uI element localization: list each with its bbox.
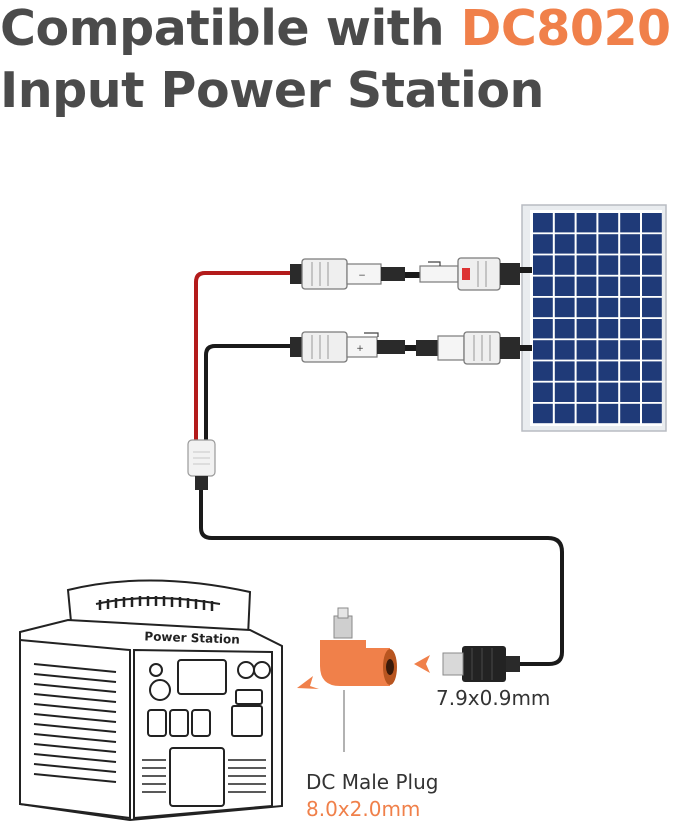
solar-cell — [554, 234, 575, 254]
arrow-down-left-icon — [297, 676, 319, 689]
solar-cell — [642, 361, 662, 381]
headline-line1: Compatible with DC8020 — [0, 0, 671, 57]
solar-cell — [576, 340, 597, 360]
mc4-connector-male-positive: − — [290, 258, 405, 290]
red-wire — [194, 271, 292, 440]
handle-vents — [98, 596, 214, 611]
solar-cell — [598, 361, 619, 381]
solar-cell — [576, 276, 597, 296]
solar-cell — [533, 213, 553, 233]
solar-cell — [642, 319, 662, 339]
solar-cell — [620, 297, 640, 318]
solar-cell — [642, 234, 662, 254]
solar-cell — [598, 340, 619, 360]
solar-cell — [620, 255, 640, 275]
solar-cell — [620, 319, 640, 339]
solar-cell — [642, 403, 662, 424]
solar-cell — [620, 340, 640, 360]
solar-cell — [533, 276, 553, 296]
solar-cell — [620, 361, 640, 381]
solar-cell — [598, 319, 619, 339]
solar-cell — [576, 255, 597, 275]
solar-cell — [554, 255, 575, 275]
device-name: Power Station — [144, 629, 240, 646]
solar-cell — [620, 382, 640, 402]
headline: Compatible with DC8020 Input Power Stati… — [0, 0, 671, 122]
solar-cell — [533, 255, 553, 275]
solar-cell — [533, 319, 553, 339]
solar-cell — [598, 382, 619, 402]
black-wire — [204, 344, 292, 440]
adapter-size-label: 8.0x2.0mm — [306, 797, 421, 821]
solar-cell — [576, 382, 597, 402]
solar-cell — [554, 276, 575, 296]
solar-cell — [598, 297, 619, 318]
solar-cell — [620, 213, 640, 233]
solar-cell — [533, 340, 553, 360]
svg-text:−: − — [358, 271, 366, 281]
solar-cell — [598, 403, 619, 424]
solar-cell — [642, 340, 662, 360]
solar-cell — [642, 213, 662, 233]
solar-cell — [642, 297, 662, 318]
solar-cell — [620, 276, 640, 296]
main-cable — [199, 490, 564, 666]
solar-cell — [576, 234, 597, 254]
power-station-device — [19, 579, 283, 822]
solar-cell — [642, 255, 662, 275]
y-splitter — [187, 439, 216, 490]
solar-cell — [533, 297, 553, 318]
mc4-connector-female-top — [419, 257, 520, 291]
headline-accent: DC8020 — [460, 0, 672, 57]
solar-cell — [576, 319, 597, 339]
adapter-name-label: DC Male Plug — [306, 770, 439, 794]
dc-7909-plug — [442, 646, 520, 682]
solar-cell — [598, 255, 619, 275]
solar-cell — [576, 361, 597, 381]
solar-cell — [533, 234, 553, 254]
solar-cell — [642, 382, 662, 402]
solar-cell — [598, 276, 619, 296]
arrow-left-icon — [414, 655, 430, 673]
dc-male-plug-adapter — [320, 607, 397, 752]
solar-cell — [554, 340, 575, 360]
solar-cell — [533, 403, 553, 424]
solar-cell — [598, 213, 619, 233]
mc4-connector-female-negative: + — [290, 331, 405, 363]
solar-cell — [620, 403, 640, 424]
solar-cell — [576, 403, 597, 424]
solar-cell — [554, 361, 575, 381]
solar-cell — [533, 382, 553, 402]
svg-text:+: + — [356, 344, 364, 354]
solar-cell — [598, 234, 619, 254]
solar-cell — [554, 382, 575, 402]
solar-cell — [576, 297, 597, 318]
solar-cell — [576, 213, 597, 233]
solar-cell — [554, 403, 575, 424]
side-vents — [33, 663, 117, 783]
cable-plug-size-label: 7.9x0.9mm — [436, 686, 551, 710]
solar-cell — [620, 234, 640, 254]
headline-line2: Input Power Station — [0, 62, 544, 119]
solar-cell — [554, 213, 575, 233]
solar-cell — [533, 361, 553, 381]
solar-cells — [533, 213, 662, 424]
solar-panel — [521, 204, 667, 432]
solar-cell — [554, 319, 575, 339]
solar-cell — [642, 276, 662, 296]
solar-cell — [554, 297, 575, 318]
mc4-connector-male-bottom — [416, 331, 520, 365]
bottom-vents — [142, 759, 266, 793]
